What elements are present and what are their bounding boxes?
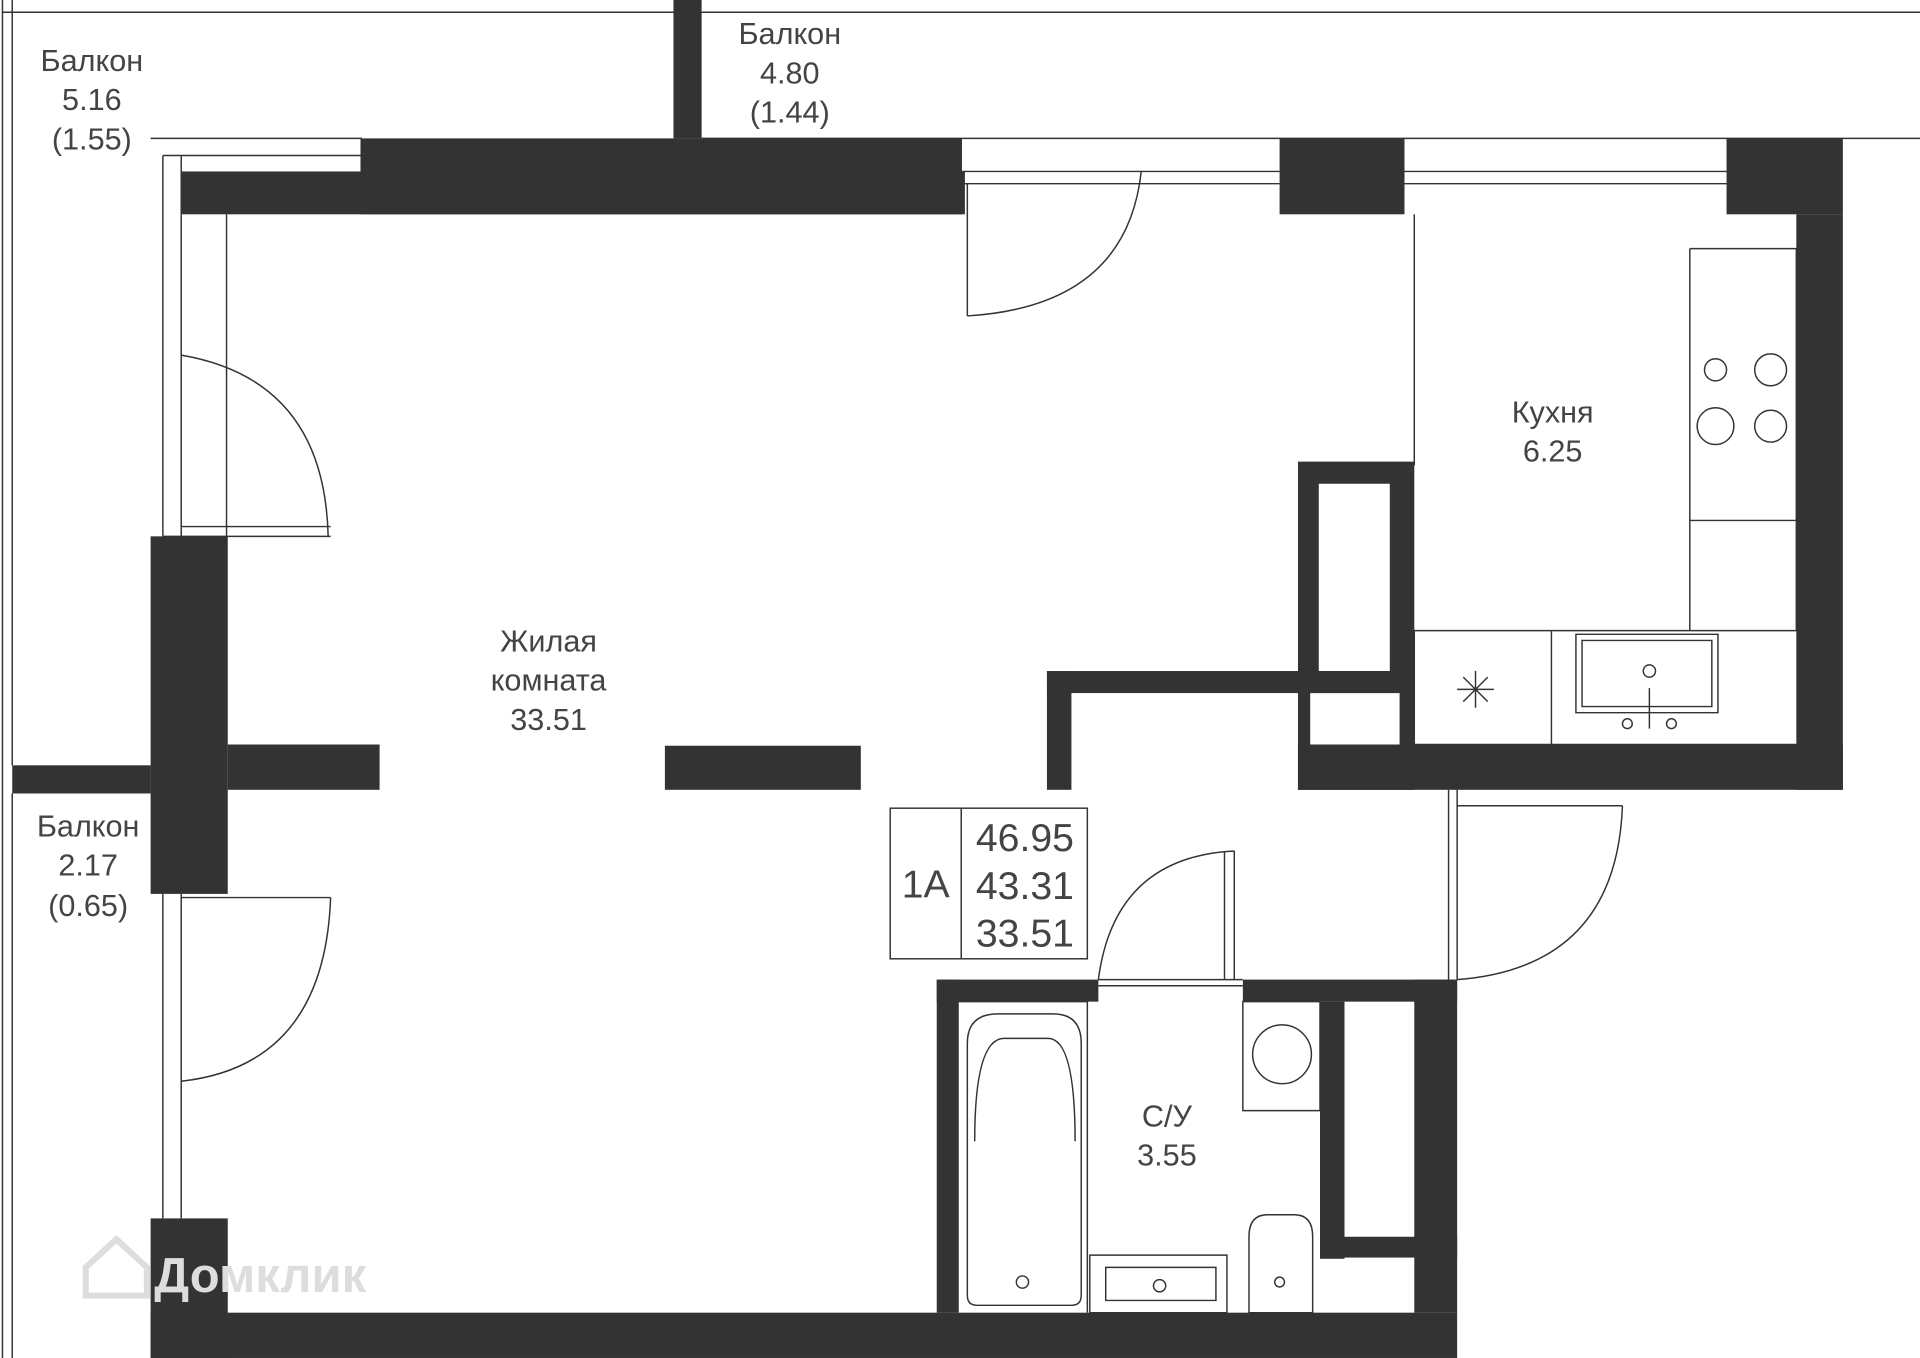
apartment-info-box: 1А 46.95 43.31 33.51	[889, 807, 1089, 960]
kitchen-fixtures	[1413, 247, 1798, 746]
balcony-3-area: 2.17	[58, 849, 118, 883]
bathroom-fixtures	[958, 1000, 1321, 1314]
home-logo-icon	[82, 1235, 150, 1299]
living-area: 33.51	[976, 913, 1074, 956]
area-without-balconies: 43.31	[976, 865, 1074, 908]
balcony-1-area: 5.16	[62, 83, 122, 117]
kitchen-sink-icon	[1575, 633, 1719, 729]
bathroom-area: 3.55	[1137, 1139, 1197, 1173]
balcony-3-reduced: (0.65)	[48, 889, 128, 923]
svg-text:Домклик: Домклик	[154, 1249, 366, 1303]
balcony-1-name: Балкон	[41, 44, 144, 78]
stove-burner-icon	[1703, 358, 1728, 382]
bathtub-icon	[966, 1013, 1082, 1307]
windows-doors	[162, 138, 1727, 1219]
washing-machine-icon	[1251, 1024, 1313, 1085]
apartment-type: 1А	[902, 864, 951, 907]
stove-burner-icon	[1753, 409, 1788, 443]
room-labels: Балкон 5.16 (1.55) Балкон 4.80 (1.44) Ба…	[37, 17, 1594, 1173]
bathroom-sink-icon	[1089, 1254, 1228, 1314]
watermark: Домклик	[82, 1235, 367, 1303]
balcony-2-name: Балкон	[738, 17, 841, 51]
kitchen-area: 6.25	[1523, 435, 1583, 469]
balcony-3-name: Балкон	[37, 809, 140, 843]
balcony-2-reduced: (1.44)	[750, 95, 830, 129]
walls	[12, 0, 1843, 1358]
living-room-name-2: комната	[491, 664, 608, 698]
balcony-2-area: 4.80	[760, 56, 820, 90]
gas-riser-icon	[1457, 671, 1494, 708]
living-room-area: 33.51	[510, 703, 587, 737]
living-room-name: Жилая	[500, 624, 597, 658]
toilet-icon	[1248, 1213, 1314, 1314]
stove-burner-icon	[1696, 407, 1735, 446]
kitchen-name: Кухня	[1512, 395, 1594, 429]
stove-burner-icon	[1753, 353, 1788, 387]
total-area: 46.95	[976, 817, 1074, 860]
bathroom-name: С/У	[1142, 1100, 1193, 1134]
balcony-1-reduced: (1.55)	[52, 122, 132, 156]
